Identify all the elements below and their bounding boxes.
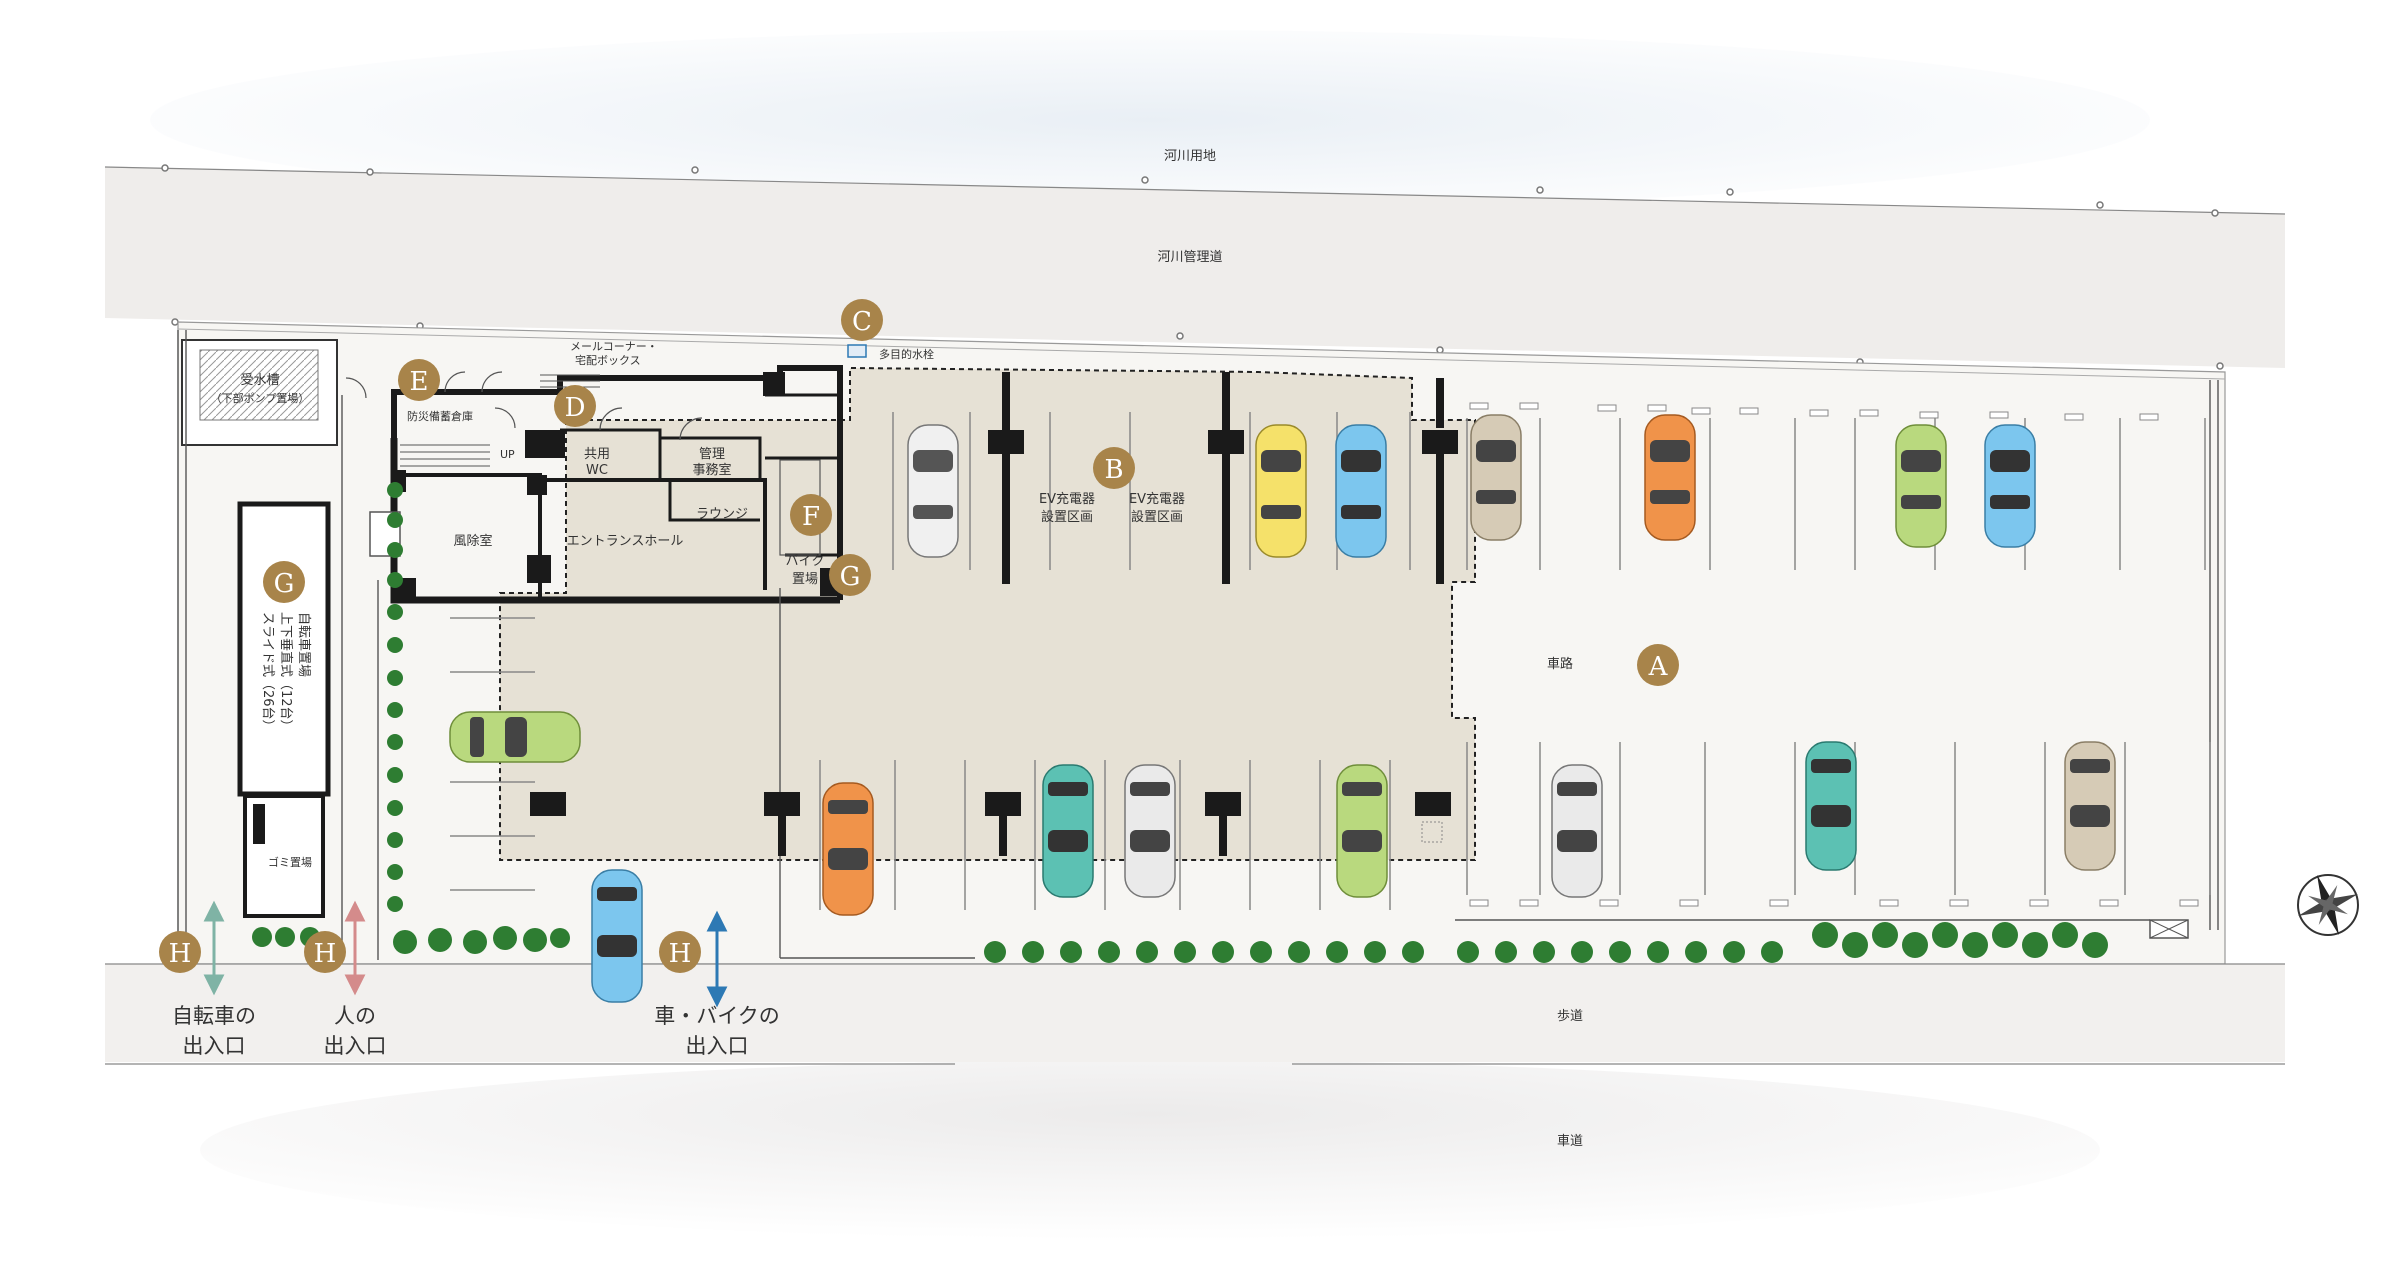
label-bousai: 防災備蓄倉庫: [407, 409, 473, 423]
badge-d: D: [554, 385, 596, 427]
svg-text:B: B: [1104, 455, 1123, 485]
label-bike-1: バイク: [786, 554, 825, 569]
label-entrance: エントランスホール: [567, 534, 684, 549]
car-orange-1: [1644, 414, 1696, 541]
car-blue-1: [1335, 424, 1387, 558]
label-ev2-b: 設置区画: [1131, 509, 1183, 525]
badge-g-cycle: G: [263, 561, 305, 603]
label-kanri: 管理: [699, 447, 725, 462]
label-mail-corner: メールコーナー・: [570, 340, 658, 353]
badges: A B C D E F G G H H H: [159, 299, 1679, 973]
badge-e: E: [398, 359, 440, 401]
water-tank: [199, 349, 319, 421]
car-green-2: [1336, 764, 1388, 898]
label-jusuiso: 受水槽: [240, 373, 279, 388]
site-inner-line: [177, 328, 2226, 380]
ground-glow: [200, 1060, 2100, 1240]
label-bike-2: 置場: [792, 572, 818, 587]
drain: [1421, 821, 1443, 843]
label-gomi: ゴミ置場: [268, 855, 312, 869]
label-shadou: 車道: [1557, 1134, 1583, 1149]
label-kyoyo: 共用: [584, 447, 610, 462]
car-orange-2: [822, 782, 874, 916]
car-entrance-arrow: [706, 910, 728, 1008]
water-tap-icon: [847, 344, 867, 358]
label-entr-bike-2: 出入口: [183, 1034, 246, 1058]
badge-h-bike: H: [159, 931, 201, 973]
sky-glow: [150, 30, 2150, 210]
label-pump: （下部ポンプ置場）: [211, 391, 310, 405]
car-blue-entrance: [591, 869, 643, 1003]
svg-text:D: D: [565, 393, 586, 423]
svg-text:G: G: [840, 562, 861, 592]
car-beige-1: [1470, 414, 1522, 541]
boundary-markers: [161, 164, 2224, 370]
label-lounge: ラウンジ: [696, 507, 748, 522]
car-white-2: [1124, 764, 1176, 898]
bike-entrance-arrow: [203, 900, 225, 996]
label-tasuisen: 多目的水栓: [879, 347, 934, 361]
river-boundary-line: [104, 166, 2286, 215]
hedges: [252, 482, 2108, 963]
car-blue-2: [1984, 424, 2036, 548]
structural-pillars: [530, 372, 1458, 856]
sidewalk-area: [105, 964, 2285, 1062]
label-takuhai-box: 宅配ボックス: [575, 353, 641, 367]
badge-a: A: [1637, 644, 1679, 686]
person-entrance-arrow: [344, 900, 366, 996]
svg-text:H: H: [169, 939, 192, 969]
label-sharo: 車路: [1547, 656, 1573, 672]
label-wc: WC: [586, 463, 608, 478]
covered-parking-zone: [499, 366, 1476, 861]
svg-text:G: G: [274, 569, 295, 599]
car-teal-2: [1805, 741, 1857, 871]
label-entr-person-1: 人の: [334, 1004, 376, 1028]
label-jimushitsu: 事務室: [692, 462, 731, 478]
label-fujoshitsu: 風除室: [453, 533, 492, 549]
label-kasen-yochi: 河川用地: [1164, 149, 1216, 164]
cars: [449, 414, 2116, 1003]
svg-text:A: A: [1648, 652, 1669, 682]
badge-c: C: [841, 299, 883, 341]
car-white-1: [907, 424, 959, 558]
car-yellow: [1255, 424, 1307, 558]
label-entr-car-2: 出入口: [686, 1034, 749, 1058]
svg-text:H: H: [669, 939, 692, 969]
svg-text:C: C: [852, 307, 872, 337]
label-entr-bike-1: 自転車の: [172, 1004, 256, 1028]
svg-text:F: F: [802, 502, 820, 532]
badge-g-bike: G: [829, 554, 871, 596]
labels: 河川用地 河川管理道 歩道 車道 車路 多目的水栓 メールコーナー・ 宅配ボック…: [172, 149, 1583, 1149]
svg-text:H: H: [314, 939, 337, 969]
perimeter-walls: [177, 330, 2219, 964]
label-ev1-b: 設置区画: [1041, 509, 1093, 525]
badge-h-car: H: [659, 931, 701, 973]
car-teal-1: [1042, 764, 1094, 898]
north-arrow-icon: [2297, 874, 2359, 936]
car-beige-2: [2064, 741, 2116, 871]
car-white-3: [1551, 764, 1603, 898]
badge-f: F: [790, 494, 832, 536]
car-green-1: [1895, 424, 1947, 548]
wheel-stops: [1469, 402, 2199, 907]
label-entr-person-2: 出入口: [324, 1034, 387, 1058]
car-green-side: [449, 711, 581, 763]
label-ev2-a: EV充電器: [1129, 491, 1185, 507]
label-kasen-kanridou: 河川管理道: [1157, 250, 1222, 265]
label-ev1-a: EV充電器: [1039, 491, 1095, 507]
label-entr-car-1: 車・バイクの: [654, 1004, 780, 1028]
label-cycle-2: 上下垂直式（12台）: [278, 612, 293, 733]
label-up: UP: [500, 448, 515, 461]
river-road-band: [105, 167, 2285, 368]
badge-b: B: [1093, 447, 1135, 489]
svg-text:E: E: [410, 367, 429, 397]
badge-h-person: H: [304, 931, 346, 973]
label-cycle-1: 自転車置場: [296, 612, 311, 677]
label-cycle-3: スライド式（26台）: [260, 612, 275, 733]
label-hodou: 歩道: [1557, 1009, 1583, 1024]
